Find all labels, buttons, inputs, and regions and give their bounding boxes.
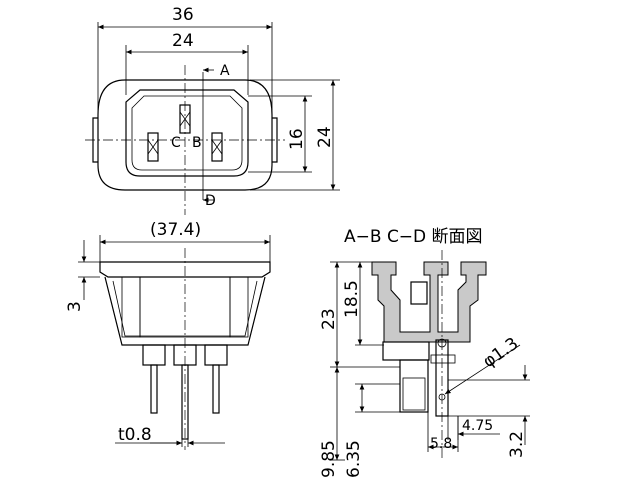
- front-socket-outline: [125, 89, 249, 177]
- section-contact: [410, 281, 428, 305]
- pin-label-c: C: [171, 135, 181, 151]
- bottom-view: (37.4) 3 t0.8: [65, 220, 271, 450]
- dim-inner-width: 24: [172, 31, 194, 51]
- front-socket-inner: [131, 95, 243, 171]
- dim-terminal-6-35: 6.35: [344, 440, 364, 478]
- dim-flange-width: (37.4): [150, 220, 201, 240]
- dim-inner-height: 16: [287, 128, 307, 150]
- dim-body-height: 18.5: [342, 280, 362, 318]
- front-pin-left: [147, 132, 159, 162]
- section-body-hatch: [371, 261, 487, 343]
- dim-4-75: 4.75: [462, 418, 493, 434]
- dim-total-height: 23: [319, 308, 339, 330]
- dim-3-2: 3.2: [507, 431, 527, 458]
- dim-terminal-9-85: 9.85: [319, 440, 339, 478]
- bottom-pin-right: [212, 364, 220, 414]
- section-terminal-block: [382, 341, 430, 361]
- dim-overall-height: 24: [315, 126, 335, 148]
- bottom-terminal-block-right: [204, 344, 228, 366]
- dim-flange-thickness: 3: [65, 301, 85, 312]
- front-flange-outline: [97, 79, 273, 191]
- front-view: A D C B 36 24 16 24: [85, 5, 340, 215]
- section-mark-a: A: [220, 63, 230, 79]
- pin-label-b: B: [192, 135, 202, 151]
- dim-5-8: 5.8: [430, 436, 452, 452]
- section-mark-d: D: [205, 193, 216, 209]
- section-terminal-tab: [399, 359, 429, 413]
- bottom-pin-left: [150, 364, 158, 414]
- dim-pin-thickness: t0.8: [118, 425, 152, 445]
- section-title: A−B C−D 断面図: [344, 227, 483, 247]
- dim-overall-width: 36: [172, 5, 194, 25]
- section-view: A−B C−D 断面図 23 18.5 9.85 6.35 5.: [319, 227, 530, 478]
- front-pin-right: [211, 132, 223, 162]
- bottom-terminal-block-left: [142, 344, 166, 366]
- front-right-tab: [272, 117, 278, 163]
- dim-hole: φ1.3: [479, 334, 522, 372]
